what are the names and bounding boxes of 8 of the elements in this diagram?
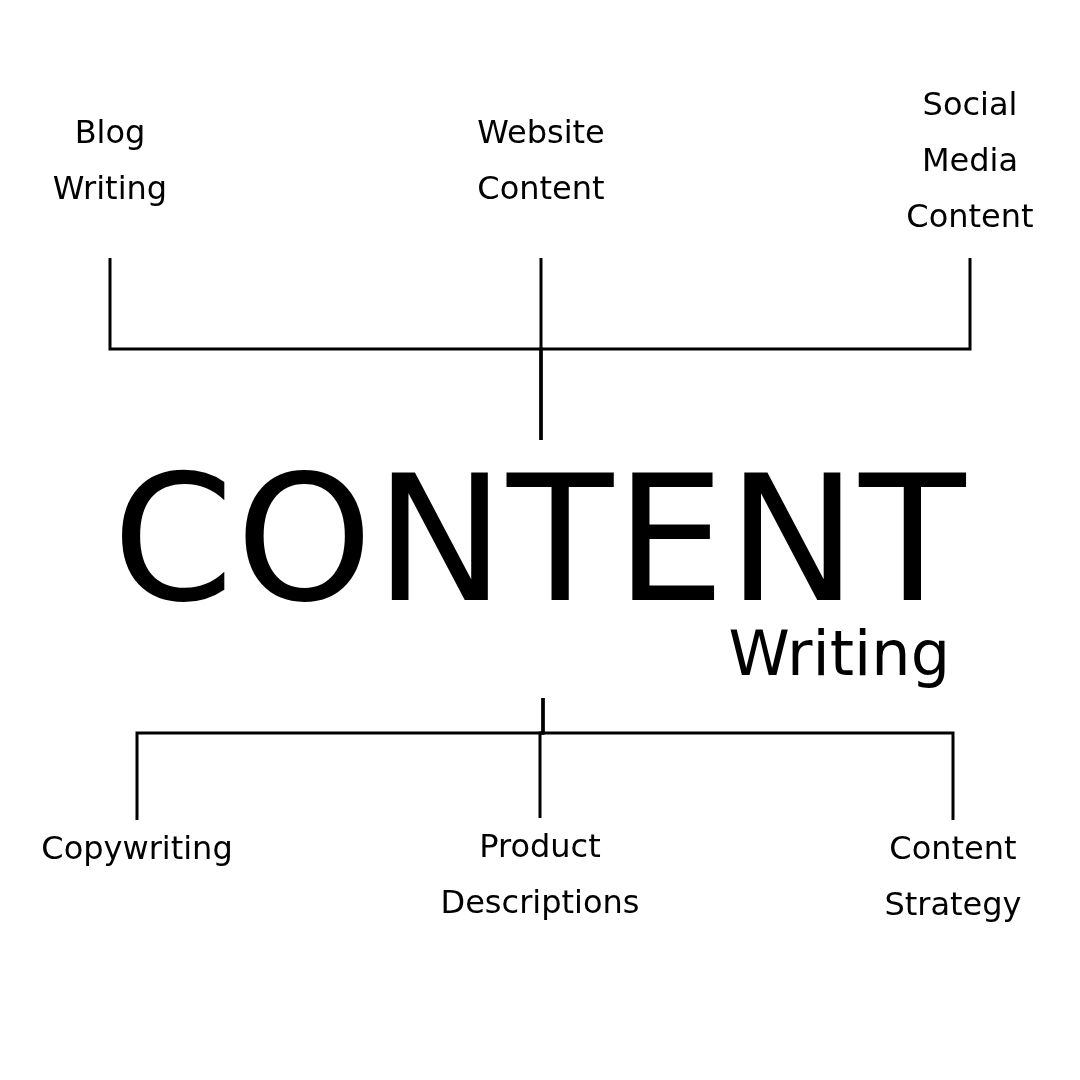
topic-label: Website Content bbox=[476, 112, 606, 209]
topic-label: Copywriting bbox=[41, 828, 233, 869]
topic-label: Blog Writing bbox=[51, 112, 169, 209]
topic-label: Social Media Content bbox=[905, 84, 1035, 237]
connector-line bbox=[539, 258, 972, 440]
topic-label: Content Strategy bbox=[883, 828, 1023, 925]
topic-label: Product Descriptions bbox=[439, 826, 641, 923]
connector-line bbox=[541, 698, 955, 820]
